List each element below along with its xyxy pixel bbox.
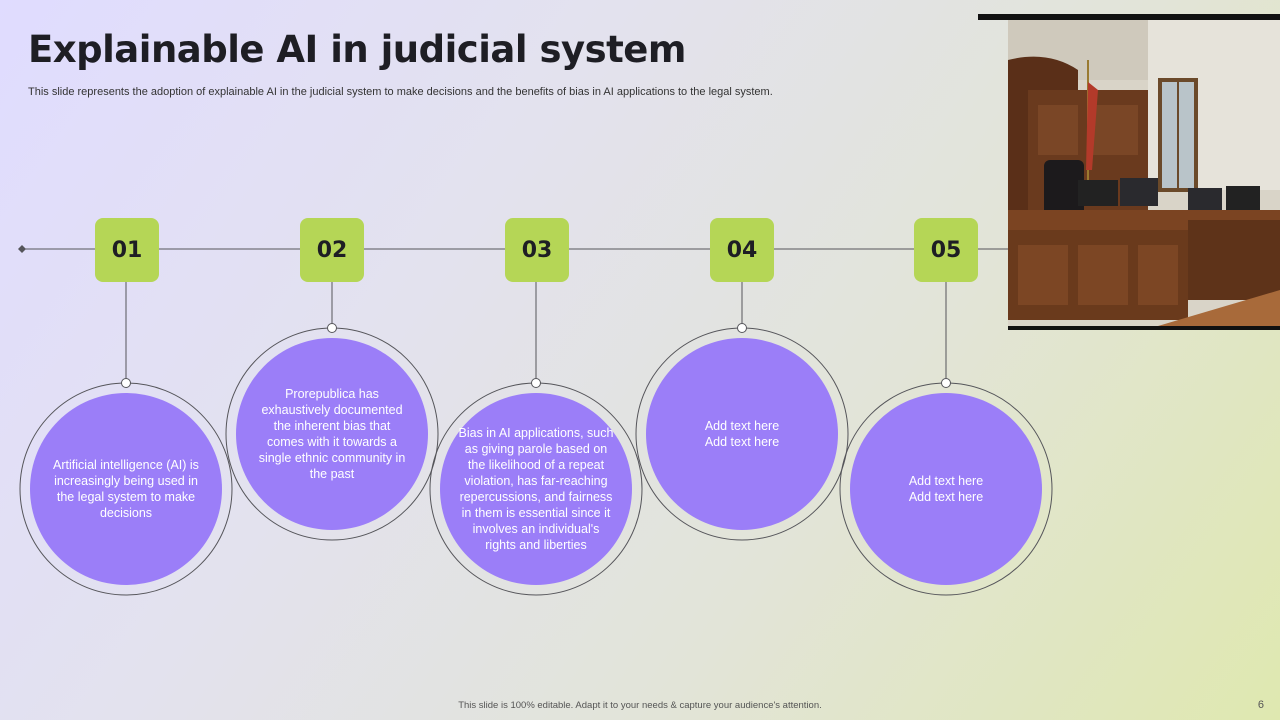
step-number: 04 bbox=[726, 237, 758, 263]
step-number: 02 bbox=[316, 237, 348, 263]
step-number-box-4: 04 bbox=[710, 218, 774, 282]
step-number-box-5: 05 bbox=[914, 218, 978, 282]
connector-dot-4 bbox=[737, 323, 747, 333]
step-text-4: Add text here Add text here bbox=[704, 419, 780, 449]
step-number-box-1: 01 bbox=[95, 218, 159, 282]
connector-dot-1 bbox=[121, 378, 131, 388]
slide-footer: This slide is 100% editable. Adapt it to… bbox=[458, 700, 822, 711]
photo-frame bbox=[1008, 326, 1280, 330]
step-number: 01 bbox=[111, 237, 143, 263]
timeline-start-marker bbox=[18, 245, 26, 253]
connector-dot-5 bbox=[941, 378, 951, 388]
step-text-3: Bias in AI applications, such as giving … bbox=[458, 426, 614, 552]
step-text-1: Artificial intelligence (AI) is increasi… bbox=[53, 458, 199, 520]
courtroom-photo-icon bbox=[1008, 20, 1280, 326]
step-number-box-3: 03 bbox=[505, 218, 569, 282]
step-number-box-2: 02 bbox=[300, 218, 364, 282]
slide-subtitle: This slide represents the adoption of ex… bbox=[28, 86, 773, 98]
step-text-5: Add text here Add text here bbox=[908, 474, 984, 504]
courtroom-photo bbox=[978, 14, 1280, 330]
connector-dot-3 bbox=[531, 378, 541, 388]
connector-dot-2 bbox=[327, 323, 337, 333]
step-number: 03 bbox=[521, 237, 553, 263]
step-number: 05 bbox=[930, 237, 962, 263]
step-text-2: Prorepublica has exhaustively documented… bbox=[258, 387, 406, 481]
page-number: 6 bbox=[1257, 699, 1264, 711]
slide-title: Explainable AI in judicial system bbox=[28, 28, 686, 71]
